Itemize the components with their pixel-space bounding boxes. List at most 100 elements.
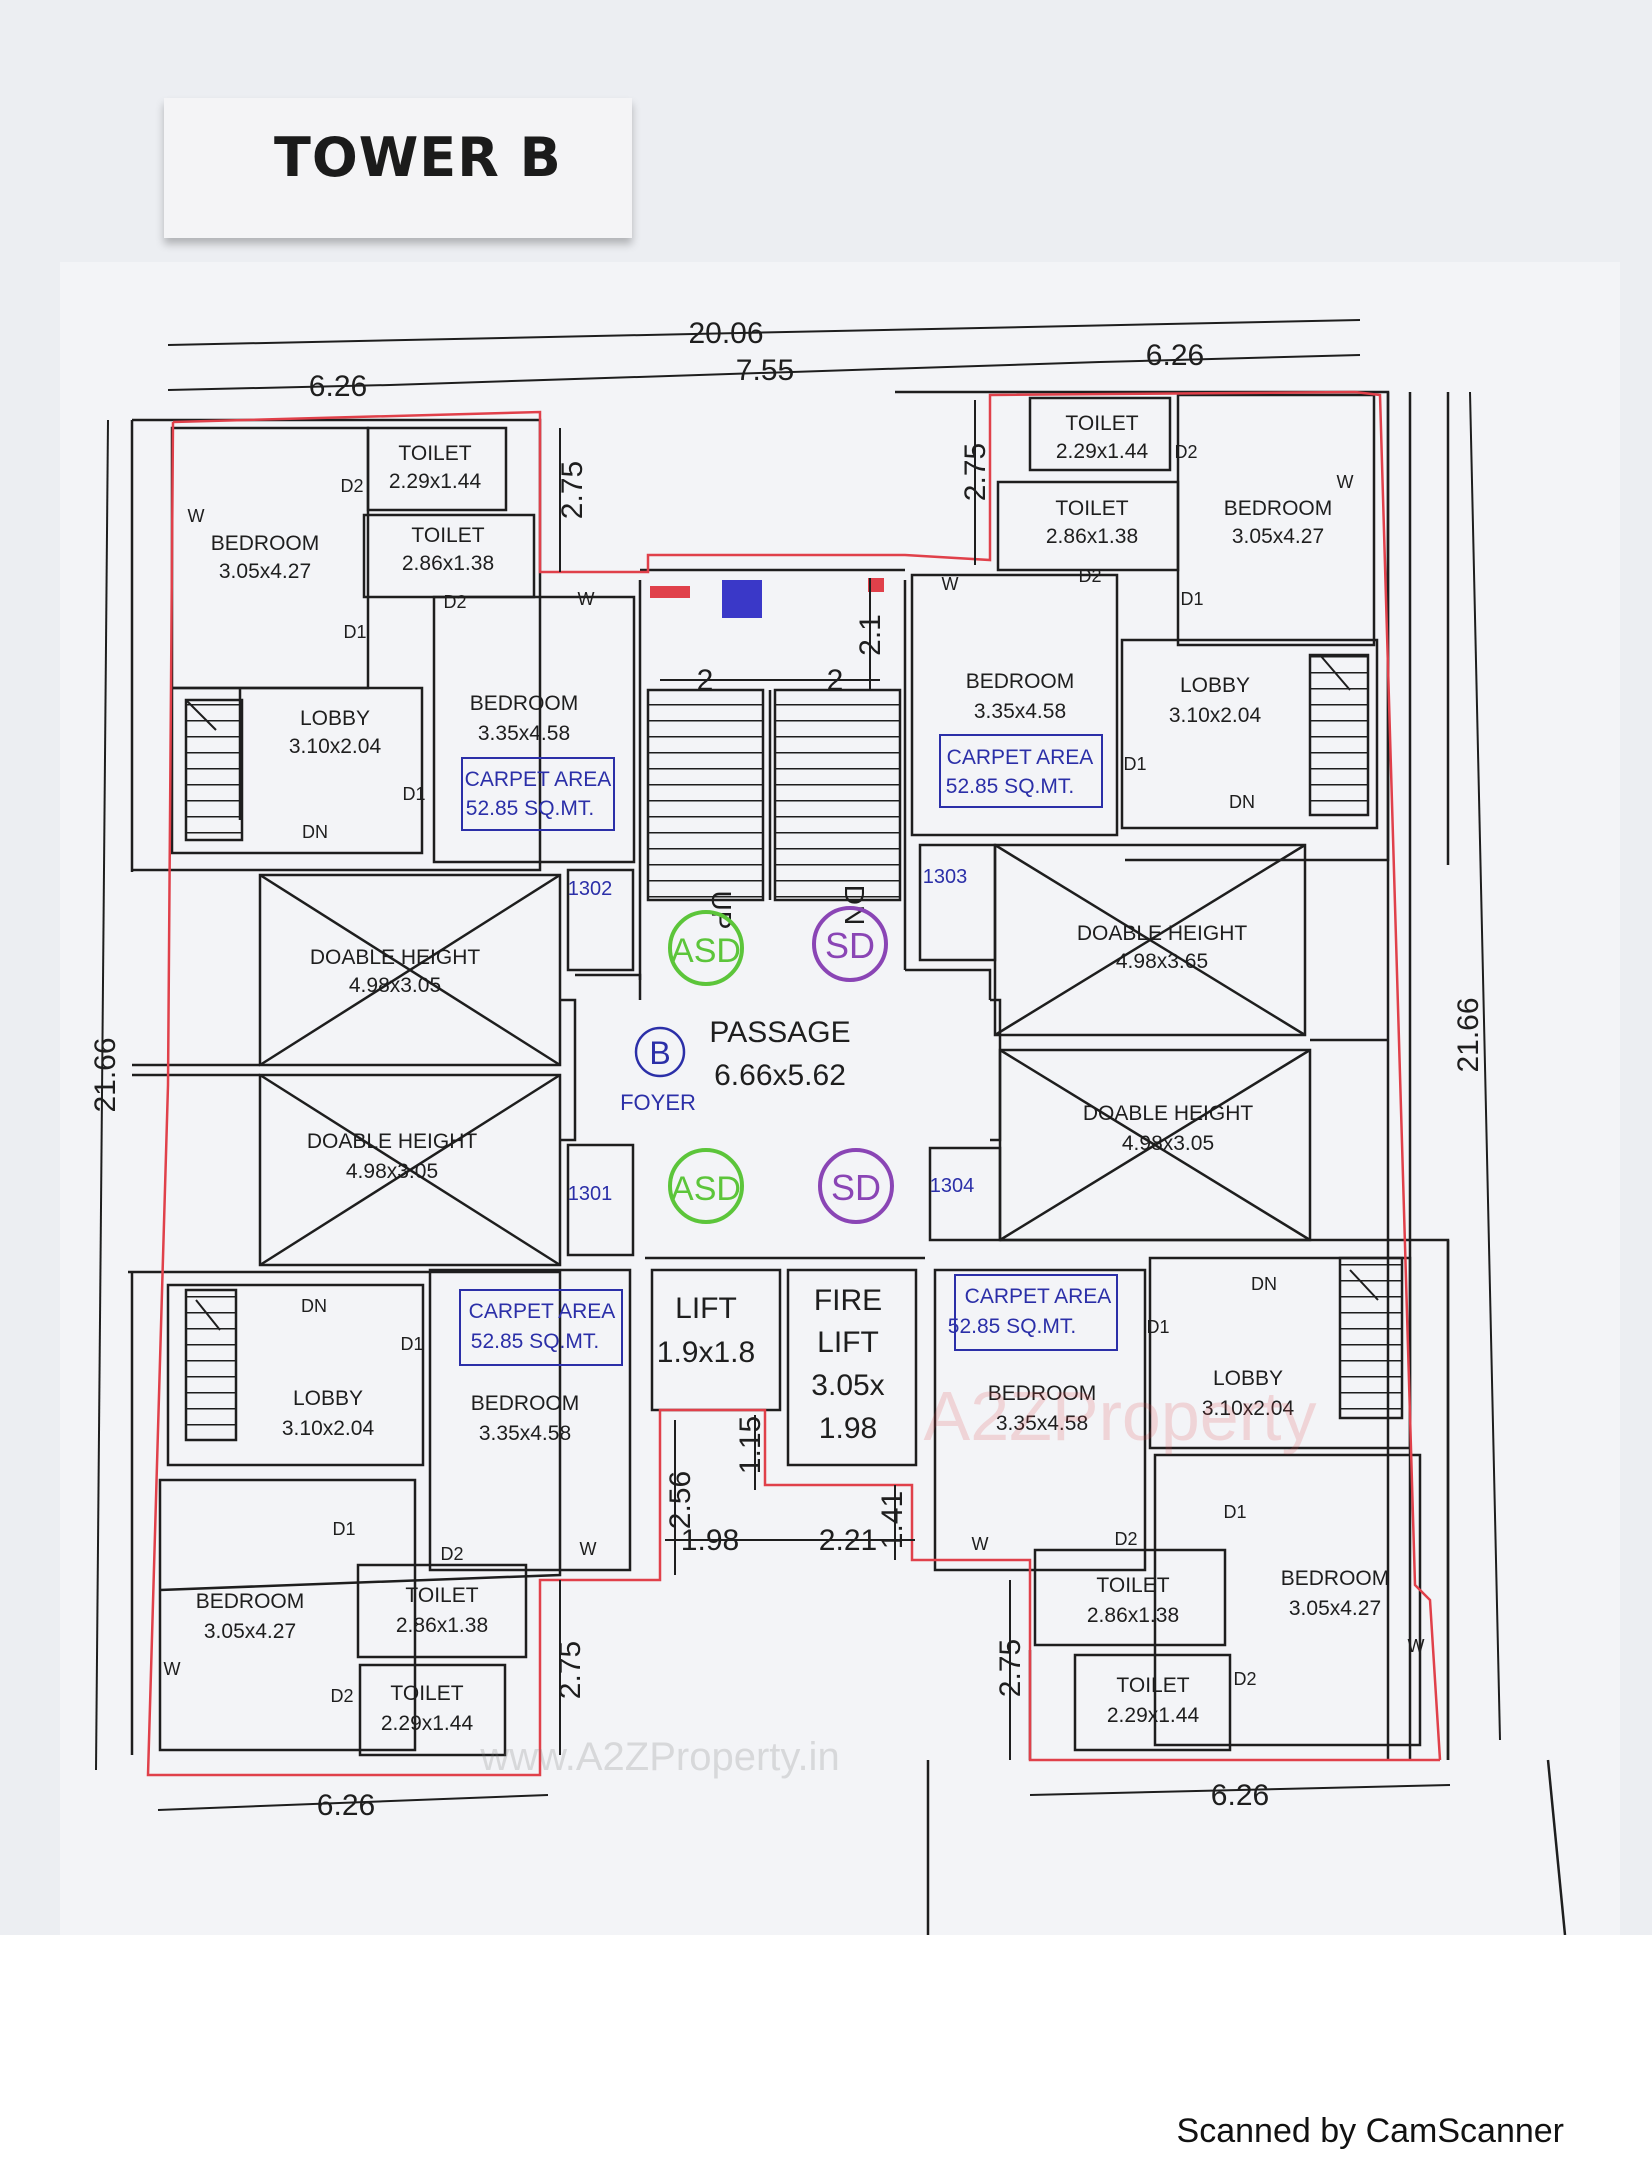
dim-stair-flight-a: 2 [697, 664, 714, 697]
passage-size: 6.66x5.62 [714, 1059, 846, 1092]
dim-bottom-core-b: 2.21 [819, 1524, 877, 1557]
room-size-double-height: 4.98x3.05 [346, 1160, 438, 1183]
room-label-double-height: DOABLE HEIGHT [1077, 922, 1248, 945]
room-label-toilet: TOILET [1055, 497, 1128, 520]
room-label-bedroom: BEDROOM [1281, 1567, 1390, 1590]
dim-bottom-depth-a: 2.56 [664, 1471, 697, 1529]
dim-stair-landing: 2.1 [854, 614, 887, 656]
scanned-photo: TOWER B [0, 0, 1652, 1935]
fixture-marker [650, 586, 690, 598]
unit-number-1303: 1303 [923, 866, 968, 888]
room-size-toilet: 2.29x1.44 [1056, 440, 1149, 463]
room-label-bedroom: BEDROOM [988, 1382, 1097, 1405]
dim-unit-width-top-right: 6.26 [1146, 339, 1204, 372]
door-tag: D1 [332, 1519, 355, 1539]
room-size-toilet: 2.86x1.38 [1087, 1604, 1179, 1627]
room-size-toilet: 2.29x1.44 [1107, 1704, 1200, 1727]
carpet-area-label: CARPET AREA [965, 1285, 1112, 1308]
room-size-bedroom: 3.35x4.58 [479, 1422, 571, 1445]
stair-down-tag: DN [1251, 1274, 1277, 1294]
carpet-area-label: CARPET AREA [465, 768, 612, 791]
electric-panel-icon [722, 580, 762, 618]
stair-down-tag: DN [302, 822, 328, 842]
window-tag: W [1337, 472, 1354, 492]
room-size-toilet: 2.86x1.38 [1046, 525, 1138, 548]
room-label-toilet: TOILET [398, 442, 471, 465]
title-card: TOWER B [164, 98, 632, 238]
door-tag: D2 [443, 592, 466, 612]
fire-lift-size: 1.98 [819, 1412, 877, 1445]
room-label-toilet: TOILET [1065, 412, 1138, 435]
room-size-bedroom: 3.35x4.58 [974, 700, 1066, 723]
room-size-bedroom: 3.05x4.27 [219, 560, 311, 583]
dim-overall-depth-left: 21.66 [89, 1037, 122, 1112]
dim-unit-width-bottom-left: 6.26 [317, 1789, 375, 1822]
room-label-bedroom: BEDROOM [470, 692, 579, 715]
paper-sheet [60, 262, 1620, 1935]
carpet-area-label: CARPET AREA [947, 746, 1094, 769]
page-title: TOWER B [274, 126, 562, 189]
room-label-bedroom: BEDROOM [966, 670, 1075, 693]
door-tag: D1 [402, 784, 425, 804]
door-tag: D1 [1223, 1502, 1246, 1522]
dim-bottom-depth-b: 1.15 [734, 1416, 767, 1474]
room-label-bedroom: BEDROOM [1224, 497, 1333, 520]
unit-number-1302: 1302 [568, 878, 613, 900]
room-size-double-height: 4.98x3.05 [1122, 1132, 1214, 1155]
room-size-toilet: 2.29x1.44 [389, 470, 482, 493]
window-tag: W [164, 1659, 181, 1679]
foyer-mark: B [649, 1035, 670, 1071]
dim-unit-width-bottom-right: 6.26 [1211, 1779, 1269, 1812]
sd-marker-icon [812, 906, 888, 982]
brand-watermark: A2ZProperty [924, 1377, 1317, 1455]
door-tag: D2 [1078, 566, 1101, 586]
door-tag: D1 [1146, 1317, 1169, 1337]
door-tag: D2 [1233, 1669, 1256, 1689]
room-label-bedroom: BEDROOM [196, 1590, 305, 1613]
window-tag: W [580, 1539, 597, 1559]
dim-stair-flight-b: 2 [827, 664, 844, 697]
dim-overall-width: 20.06 [688, 317, 763, 350]
asd-label: ASD [671, 1170, 741, 1208]
window-tag: W [972, 1534, 989, 1554]
asd-label: ASD [671, 932, 741, 970]
stair-down-label: DN [839, 885, 870, 925]
room-label-toilet: TOILET [1116, 1674, 1189, 1697]
scanner-footer: Scanned by CamScanner [1176, 2112, 1564, 2150]
door-tag: D1 [1123, 754, 1146, 774]
url-watermark: www.A2ZProperty.in [479, 1735, 839, 1779]
room-size-double-height: 4.98x3.05 [349, 974, 441, 997]
carpet-area-value: 52.85 SQ.MT. [948, 1315, 1076, 1338]
fire-lift-label: LIFT [817, 1326, 879, 1359]
room-size-bedroom: 3.35x4.58 [478, 722, 570, 745]
lift-label: LIFT [675, 1292, 737, 1325]
room-label-double-height: DOABLE HEIGHT [1083, 1102, 1254, 1125]
door-tag: D2 [1114, 1529, 1137, 1549]
dim-bottom-core-a: 1.98 [681, 1524, 739, 1557]
dim-toilet-offset-top-left: 2.75 [556, 461, 589, 519]
foyer-label: FOYER [620, 1090, 696, 1115]
room-size-lobby: 3.10x2.04 [1202, 1397, 1295, 1420]
door-tag: D1 [343, 622, 366, 642]
foyer-marker-icon [634, 1026, 686, 1078]
room-size-lobby: 3.10x2.04 [282, 1417, 375, 1440]
dim-bottom-depth-c: 1.41 [876, 1491, 909, 1549]
room-label-lobby: LOBBY [300, 707, 370, 730]
door-tag: D2 [1174, 442, 1197, 462]
floor-plan: 20.06 6.26 7.55 6.26 6.26 6.26 2 2 1.98 … [60, 262, 1620, 1935]
room-label-bedroom: BEDROOM [211, 532, 320, 555]
room-size-double-height: 4.98x3.65 [1116, 950, 1208, 973]
door-tag: D2 [330, 1686, 353, 1706]
room-size-toilet: 2.86x1.38 [402, 552, 494, 575]
fire-lift-size: 3.05x [811, 1369, 884, 1402]
carpet-area-value: 52.85 SQ.MT. [946, 775, 1074, 798]
window-tag: W [942, 574, 959, 594]
room-label-lobby: LOBBY [293, 1387, 363, 1410]
room-label-toilet: TOILET [411, 524, 484, 547]
room-label-lobby: LOBBY [1213, 1367, 1283, 1390]
dim-core-width: 7.55 [736, 354, 794, 387]
sd-label: SD [825, 925, 875, 966]
door-tag: D2 [340, 476, 363, 496]
room-size-lobby: 3.10x2.04 [1169, 704, 1262, 727]
room-label-bedroom: BEDROOM [471, 1392, 580, 1415]
